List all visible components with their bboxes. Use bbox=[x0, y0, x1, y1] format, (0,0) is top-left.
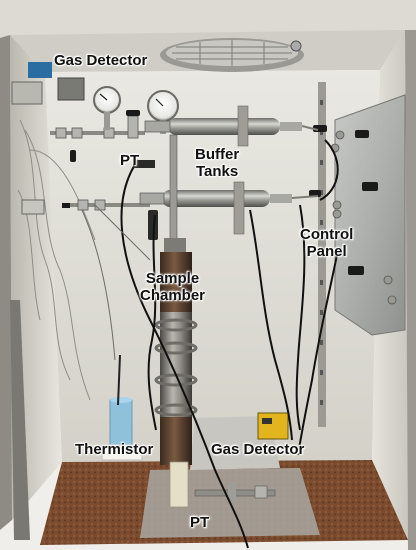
label-buffer-tanks: Buffer Tanks bbox=[195, 146, 239, 180]
label-pt-upper: PT bbox=[120, 152, 140, 169]
label-thermistor: Thermistor bbox=[75, 441, 154, 458]
label-sample-chamber-line2: Chamber bbox=[140, 287, 206, 304]
label-control-panel-line1: Control bbox=[300, 226, 354, 243]
label-control-panel-line2: Panel bbox=[306, 243, 347, 260]
label-buffer-tanks-line2: Tanks bbox=[195, 163, 239, 180]
label-control-panel: Control Panel bbox=[300, 226, 353, 260]
pressure-gauge-left bbox=[93, 86, 121, 130]
buffer-tank-upper bbox=[144, 105, 302, 147]
label-gas-detector-bottom: Gas Detector bbox=[211, 441, 305, 458]
yellow-gas-detector bbox=[257, 412, 289, 440]
label-sample-chamber-line1: Sample bbox=[145, 270, 200, 287]
buffer-tank-lower bbox=[139, 181, 292, 235]
thermistor-beaker bbox=[101, 354, 143, 461]
label-sample-chamber: Sample Chamber bbox=[140, 270, 205, 304]
label-buffer-tanks-line1: Buffer bbox=[195, 146, 240, 163]
label-gas-detector-top: Gas Detector bbox=[54, 52, 148, 69]
label-pt-lower: PT bbox=[190, 514, 210, 531]
